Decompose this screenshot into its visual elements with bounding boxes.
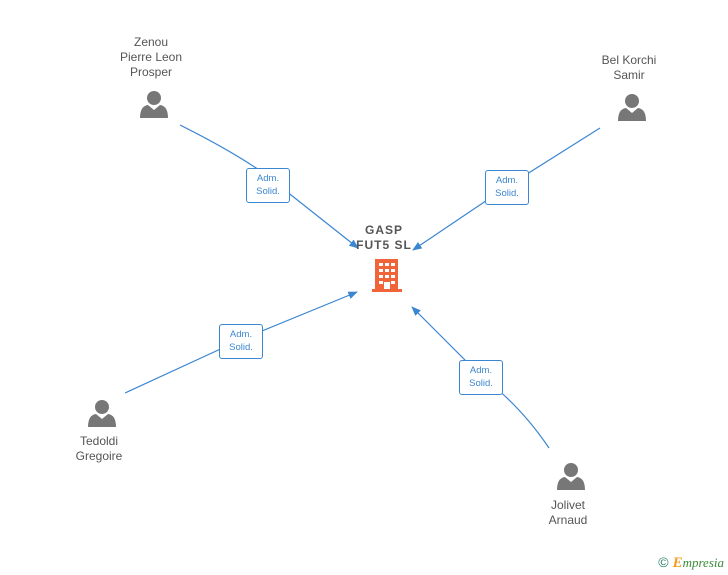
role-badge-jolivet[interactable]: Adm. Solid. (459, 360, 503, 395)
person-name-line: Gregoire (75, 449, 123, 463)
person-bel-korchi-label[interactable]: Bel Korchi Samir (579, 53, 679, 83)
person-jolivet-label[interactable]: Jolivet Arnaud (518, 498, 618, 528)
building-icon (372, 259, 402, 292)
role-badge-bel-korchi[interactable]: Adm. Solid. (485, 170, 529, 205)
person-name-line: Arnaud (548, 513, 588, 527)
role-line1: Adm. (495, 175, 519, 186)
person-name-line: Jolivet (550, 498, 585, 512)
role-line1: Adm. (469, 365, 493, 376)
person-tedoldi-label[interactable]: Tedoldi Gregoire (49, 434, 149, 464)
company-name[interactable]: GASP FUT5 SL (334, 223, 434, 253)
copyright-symbol: © (658, 554, 669, 570)
role-line2: Solid. (469, 378, 493, 389)
person-icon (140, 91, 168, 118)
person-icon (88, 400, 116, 427)
brand-name: mpresia (682, 555, 724, 570)
role-line1: Adm. (256, 173, 280, 184)
brand-initial: E (672, 555, 683, 571)
person-icon (618, 94, 646, 121)
role-line2: Solid. (495, 188, 519, 199)
person-name-line: Prosper (129, 65, 173, 79)
empresia-logo[interactable]: ©Empresia (658, 554, 724, 572)
person-zenou-label[interactable]: Zenou Pierre Leon Prosper (101, 35, 201, 80)
company-name-line2: FUT5 SL (356, 238, 412, 252)
company-name-line1: GASP (364, 223, 403, 237)
role-line1: Adm. (229, 329, 253, 340)
person-icon (557, 463, 585, 490)
person-name-line: Samir (613, 68, 645, 82)
person-name-line: Pierre Leon (119, 50, 183, 64)
person-name-line: Tedoldi (79, 434, 119, 448)
person-name-line: Bel Korchi (601, 53, 657, 67)
role-line2: Solid. (229, 342, 253, 353)
role-badge-tedoldi[interactable]: Adm. Solid. (219, 324, 263, 359)
role-line2: Solid. (256, 186, 280, 197)
role-badge-zenou[interactable]: Adm. Solid. (246, 168, 290, 203)
person-name-line: Zenou (133, 35, 169, 49)
